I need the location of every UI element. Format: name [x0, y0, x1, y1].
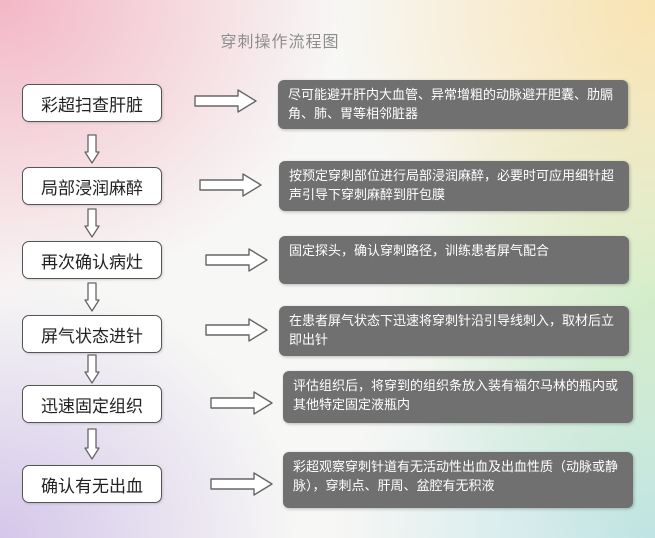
down-arrow-icon — [84, 428, 100, 460]
step-box-1: 彩超扫查肝脏 — [22, 84, 162, 122]
step-desc-3: 固定探头，确认穿刺路径，训练患者屏气配合 — [279, 236, 629, 284]
step-box-5: 迅速固定组织 — [22, 385, 162, 423]
step-desc-6: 彩超观察穿刺针道有无活动性出血及出血性质（动脉或静脉），穿刺点、肝周、盆腔有无积… — [283, 452, 633, 508]
step-label: 彩超扫查肝脏 — [41, 95, 143, 116]
down-arrow-icon — [84, 134, 100, 164]
down-arrow-icon — [84, 282, 100, 312]
step-label: 确认有无出血 — [41, 476, 143, 497]
step-label: 局部浸润麻醉 — [41, 178, 143, 199]
step-box-2: 局部浸润麻醉 — [22, 167, 162, 205]
right-arrow-icon — [194, 89, 257, 113]
right-arrow-icon — [205, 318, 268, 342]
page-title: 穿刺操作流程图 — [220, 32, 340, 51]
down-arrow-icon — [84, 354, 100, 384]
step-label: 迅速固定组织 — [41, 396, 143, 417]
step-desc-1: 尽可能避开肝内大血管、异常增粗的动脉避开胆囊、肋膈角、肺、胃等相邻脏器 — [278, 80, 628, 129]
step-label: 再次确认病灶 — [41, 252, 143, 273]
step-desc-5: 评估组织后，将穿到的组织条放入装有福尔马林的瓶内或其他特定固定液瓶内 — [283, 371, 633, 423]
right-arrow-icon — [205, 248, 268, 272]
step-desc-2: 按预定穿刺部位进行局部浸润麻醉，必要时可应用细针超声引导下穿刺麻醉到肝包膜 — [279, 161, 629, 211]
right-arrow-icon — [199, 173, 262, 197]
right-arrow-icon — [210, 472, 273, 496]
down-arrow-icon — [84, 208, 100, 238]
step-box-4: 屏气状态进针 — [22, 315, 162, 353]
step-label: 屏气状态进针 — [41, 326, 143, 347]
right-arrow-icon — [210, 391, 273, 415]
step-box-6: 确认有无出血 — [22, 465, 162, 503]
step-box-3: 再次确认病灶 — [22, 241, 162, 279]
step-desc-4: 在患者屏气状态下迅速将穿刺针沿引导线刺入，取材后立即出针 — [279, 306, 629, 356]
